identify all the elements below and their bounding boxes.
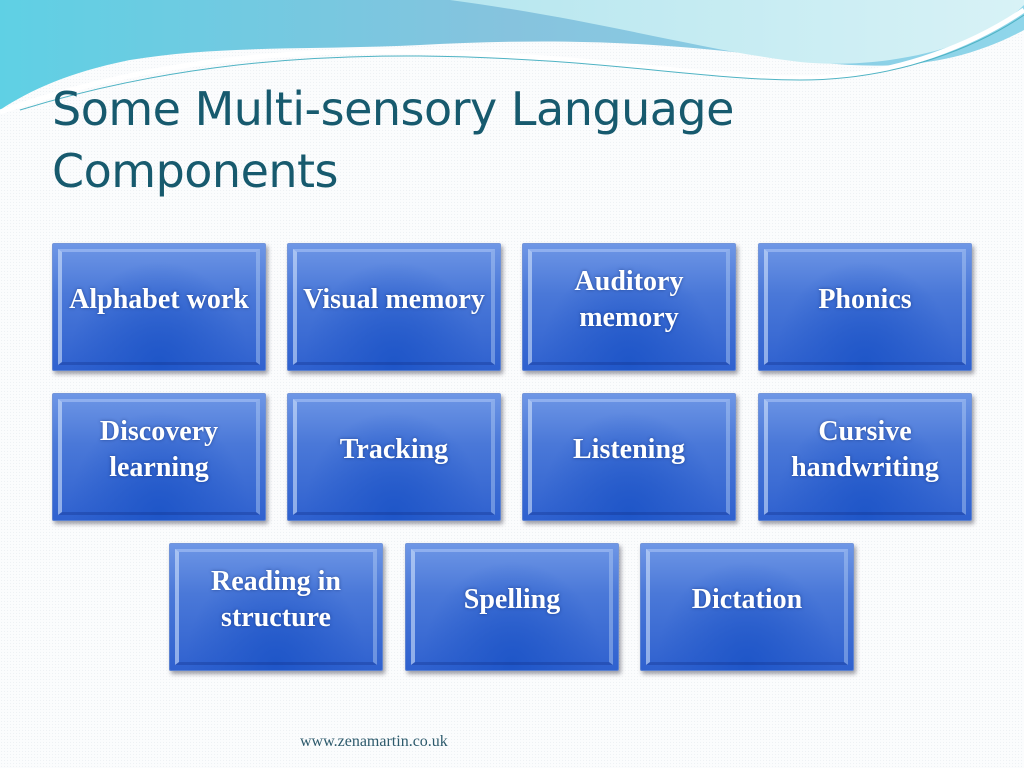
tile-alphabet-work: Alphabet work xyxy=(52,243,266,371)
tile-label: Tracking xyxy=(339,434,449,465)
header-wave-decoration xyxy=(0,0,1024,115)
tile-cursive-handwriting: Cursive handwriting xyxy=(758,393,972,521)
tile-label: Spelling xyxy=(463,584,561,615)
tile-label: Phonics xyxy=(818,284,912,315)
footer-url: www.zenamartin.co.uk xyxy=(300,733,448,750)
tile-spelling: Spelling xyxy=(405,543,619,671)
tile-label: Alphabet work xyxy=(69,284,249,315)
tile-label: Visual memory xyxy=(303,284,485,315)
tile-label: Discovery learning xyxy=(99,416,219,483)
tile-label: Dictation xyxy=(691,584,803,615)
tile-phonics: Phonics xyxy=(758,243,972,371)
tile-label: Reading in structure xyxy=(211,566,341,633)
tile-listening: Listening xyxy=(522,393,736,521)
slide-title: Some Multi-sensory Language Components xyxy=(52,82,734,198)
tile-auditory-memory: Auditory memory xyxy=(522,243,736,371)
tile-discovery-learning: Discovery learning xyxy=(52,393,266,521)
tile-visual-memory: Visual memory xyxy=(287,243,501,371)
tile-label: Auditory memory xyxy=(574,266,684,333)
tile-label: Listening xyxy=(572,434,686,465)
tile-reading-in-structure: Reading in structure xyxy=(169,543,383,671)
tile-tracking: Tracking xyxy=(287,393,501,521)
tile-label: Cursive handwriting xyxy=(791,416,939,483)
tile-dictation: Dictation xyxy=(640,543,854,671)
